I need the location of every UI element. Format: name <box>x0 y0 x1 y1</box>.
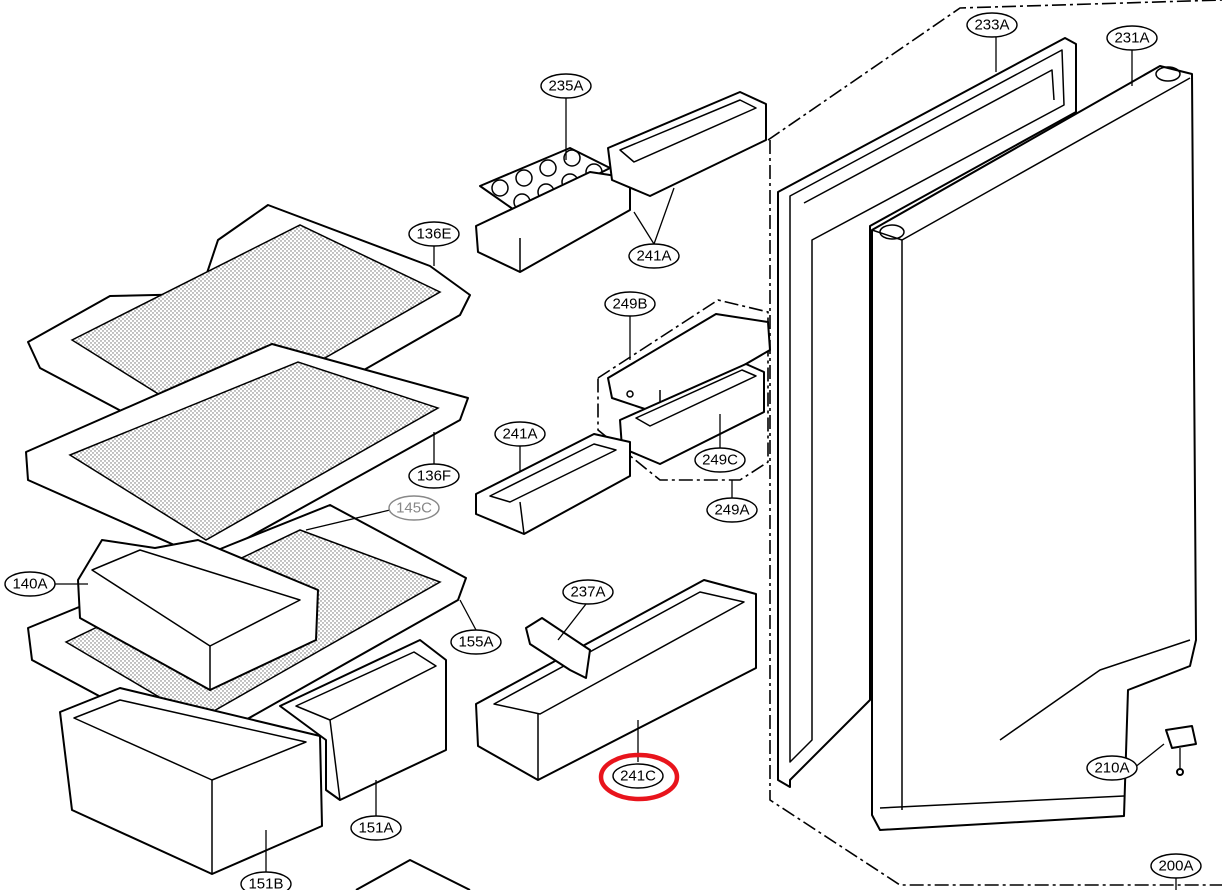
bottom-partial-part <box>355 859 471 890</box>
crisper-drawer <box>77 539 319 691</box>
svg-text:140A: 140A <box>12 576 47 593</box>
callout-210A: 210A <box>1086 755 1138 781</box>
svg-text:151A: 151A <box>358 820 393 837</box>
svg-text:237A: 237A <box>570 584 605 601</box>
svg-text:241A: 241A <box>636 248 671 265</box>
svg-text:235A: 235A <box>548 78 583 95</box>
svg-text:145C: 145C <box>396 500 432 517</box>
svg-text:210A: 210A <box>1094 760 1129 777</box>
bottom-drawer-left <box>59 687 323 875</box>
svg-text:249B: 249B <box>612 296 647 313</box>
callout-249B: 249B <box>604 291 656 317</box>
callout-249A: 249A <box>706 497 758 523</box>
callout-155A: 155A <box>450 629 502 655</box>
callout-231A: 231A <box>1106 25 1158 51</box>
door-bin-large <box>475 579 757 781</box>
callout-233A: 233A <box>966 12 1018 38</box>
callout-237A: 237A <box>562 579 614 605</box>
dairy-compartment-outline <box>597 299 769 481</box>
glass-shelf-second <box>25 343 469 561</box>
callout-249C: 249C <box>694 447 746 473</box>
door-bin-upper-left <box>475 171 631 273</box>
callout-241A-top: 241A <box>628 243 680 269</box>
svg-text:241C: 241C <box>620 768 656 785</box>
callout-145C: 145C <box>388 495 440 521</box>
bottom-drawer-middle <box>279 639 447 801</box>
svg-text:155A: 155A <box>458 634 493 651</box>
callout-151B: 151B <box>240 871 292 890</box>
cabinet-outline <box>767 0 1222 141</box>
callout-241A-middle: 241A <box>494 421 546 447</box>
door-bin-middle <box>475 433 631 535</box>
door-gasket <box>777 37 1077 788</box>
cabinet-outline-left <box>769 140 1222 886</box>
door-bin-upper-right <box>607 91 767 197</box>
hinge-pin <box>1165 725 1197 776</box>
svg-text:231A: 231A <box>1114 30 1149 47</box>
svg-text:136F: 136F <box>417 468 451 485</box>
refrigerator-door <box>871 65 1197 831</box>
bottle-divider <box>525 617 591 679</box>
svg-text:151B: 151B <box>248 876 283 890</box>
leader-lines <box>54 36 1177 890</box>
svg-text:233A: 233A <box>974 17 1009 34</box>
highlight-ring <box>598 752 680 802</box>
svg-text:249A: 249A <box>714 502 749 519</box>
callout-136E: 136E <box>408 221 460 247</box>
svg-text:241A: 241A <box>502 426 537 443</box>
callout-151A: 151A <box>350 815 402 841</box>
svg-text:136E: 136E <box>416 226 451 243</box>
svg-text:249C: 249C <box>702 452 738 469</box>
callout-241C: 241C <box>612 763 664 789</box>
callout-140A: 140A <box>4 571 56 597</box>
svg-text:200A: 200A <box>1158 858 1193 875</box>
callout-235A: 235A <box>540 73 592 99</box>
callout-136F: 136F <box>408 463 460 489</box>
callout-200A: 200A <box>1150 853 1202 879</box>
